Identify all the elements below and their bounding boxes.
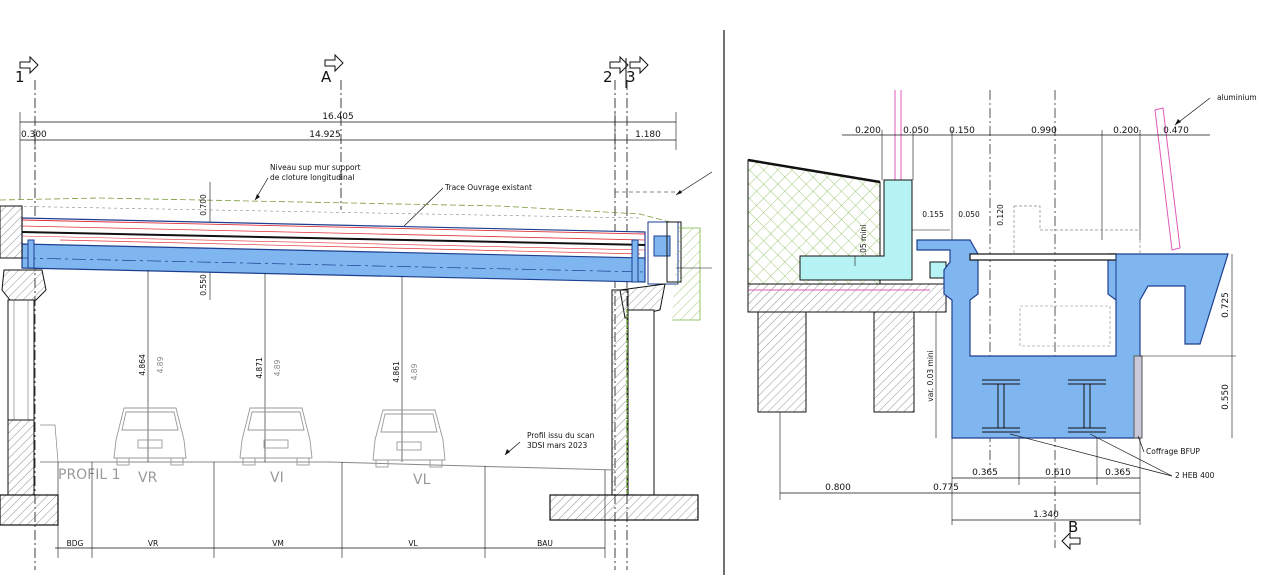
road-profile — [40, 461, 616, 471]
dim-bottom-1340: 1.340 — [1033, 510, 1059, 520]
dim-small-0050: 0.050 — [958, 210, 980, 219]
section-marker-A: A — [321, 53, 344, 86]
existing-slab — [747, 283, 947, 313]
zone-vl: VL — [408, 539, 418, 548]
zone-vm: VM — [272, 539, 284, 548]
dim-top-0200-left: 0.200 — [855, 126, 881, 136]
dim-small-0120: 0.120 — [996, 204, 1005, 226]
left-elevation-view: 1 A 2 3 16.405 0.300 14. — [0, 53, 713, 570]
left-pier — [0, 205, 59, 526]
note-mur-support-1: Niveau sup mur support — [270, 163, 361, 172]
dim-small-0155: 0.155 — [922, 210, 944, 219]
clearance-alt-3: 4.89 — [410, 363, 419, 380]
dim-bottom-0610: 0.610 — [1045, 468, 1071, 478]
clearance-value-2: 4.871 — [255, 357, 264, 379]
dim-vert-0700: 0.700 — [199, 194, 208, 216]
dim-right-0550: 0.550 — [1221, 384, 1231, 410]
zone-bau: BAU — [537, 539, 553, 548]
section-label-B: B — [1068, 518, 1078, 536]
section-label-3: 3 — [626, 68, 636, 86]
section-marker-2: 2 — [603, 55, 629, 86]
heb-beam-1 — [982, 379, 1020, 433]
right-detail-view: aluminium 0.200 0.050 0.150 0.990 0.200 … — [747, 90, 1257, 551]
dim-chain-bottom-right: 0.365 0.610 0.365 0.800 0.775 1.340 — [779, 412, 1141, 525]
clearance-value-1: 4.864 — [138, 354, 147, 376]
right-abutment — [549, 221, 712, 521]
note-trace-existant: Trace Ouvrage existant — [444, 183, 532, 192]
dim-var-003-mini: var. 0.03 mini — [926, 350, 935, 402]
dim-top-0470: 0.470 — [1163, 126, 1189, 136]
existing-rib-2 — [873, 311, 915, 413]
label-heb-400: 2 HEB 400 — [1175, 471, 1215, 480]
lane-label-vr: VR — [138, 470, 158, 486]
existing-rib-1 — [757, 311, 807, 413]
dim-top-0200-right: 0.200 — [1113, 126, 1139, 136]
dim-main-span: 14.925 — [309, 130, 341, 140]
beam-blue — [21, 243, 646, 283]
dim-total-width: 16.405 — [322, 112, 354, 122]
aluminium-rail — [1154, 107, 1181, 251]
section-marker-B: B — [1061, 518, 1081, 551]
dim-05-mini: .05 mini — [859, 225, 868, 256]
section-marker-3: 3 — [626, 55, 649, 86]
clearance-alt-2: 4.89 — [273, 359, 282, 376]
dim-right-0725: 0.725 — [1221, 292, 1231, 318]
dim-bottom-0365-left: 0.365 — [972, 468, 998, 478]
new-beam-section — [916, 239, 1229, 439]
section-label-A: A — [321, 68, 332, 86]
bottom-zone-chain: BDG VR VM VL BAU — [55, 462, 606, 558]
dim-vert-0550: 0.550 — [199, 274, 208, 296]
note-profil-scan-2: 3DSI mars 2023 — [527, 441, 587, 450]
note-profil-scan-1: Profil issu du scan — [527, 431, 595, 440]
clearance-dims: 4.864 4.89 4.871 4.89 4.861 4.89 — [138, 270, 419, 462]
profile-label: PROFIL 1 — [58, 467, 121, 483]
section-label-2: 2 — [603, 68, 613, 86]
car-icon-1 — [113, 407, 187, 466]
car-icon-2 — [239, 407, 313, 466]
dim-top-0150: 0.150 — [949, 126, 975, 136]
label-aluminium: aluminium — [1217, 93, 1257, 102]
zone-vr: VR — [148, 539, 158, 548]
car-icon-3 — [372, 409, 446, 468]
lane-label-vl: VL — [413, 472, 431, 488]
upstand-cyan: .05 mini — [799, 179, 950, 281]
section-label-1: 1 — [15, 68, 25, 86]
dim-chain-top-right: 0.200 0.050 0.150 0.990 0.200 0.470 — [842, 126, 1210, 240]
dim-left-offset: 0.300 — [21, 130, 47, 140]
heb-beam-2 — [1068, 379, 1106, 433]
dim-top-0050: 0.050 — [903, 126, 929, 136]
label-coffrage-bfup: Coffrage BFUP — [1146, 447, 1200, 456]
deck-structure — [21, 217, 646, 283]
clearance-value-3: 4.861 — [392, 361, 401, 383]
dim-bottom-0775: 0.775 — [933, 483, 959, 493]
dim-bottom-0800: 0.800 — [825, 483, 851, 493]
zone-bdg: BDG — [67, 539, 84, 548]
section-marker-1: 1 — [15, 55, 39, 86]
clearance-alt-1: 4.89 — [156, 356, 165, 373]
dim-bottom-0365-right: 0.365 — [1105, 468, 1131, 478]
note-mur-support-2: de cloture longitudinal — [270, 173, 354, 182]
dim-right-offset: 1.180 — [635, 130, 661, 140]
dim-chain-top: 16.405 0.300 14.925 1.180 — [19, 112, 677, 200]
lane-label-vi: VI — [270, 470, 284, 486]
dim-top-0990: 0.990 — [1031, 126, 1057, 136]
